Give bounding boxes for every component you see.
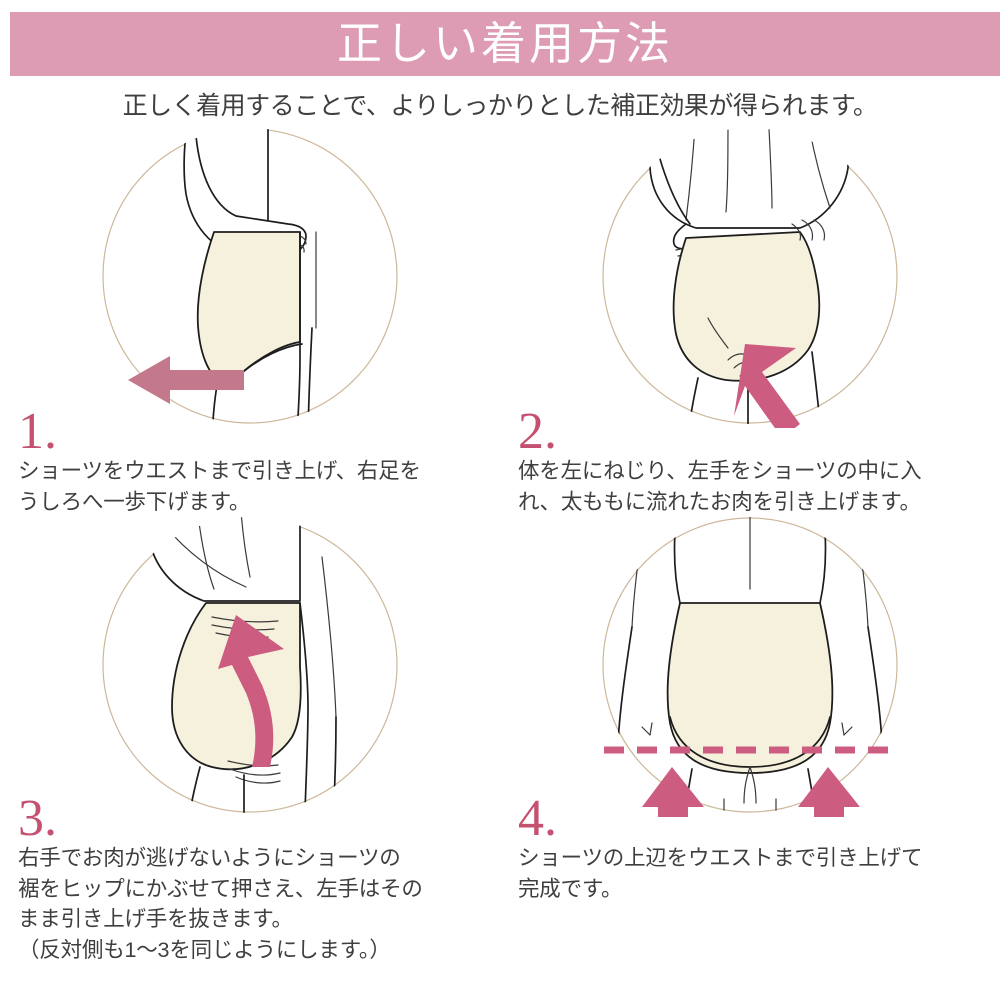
rear-view-finished-illustration xyxy=(602,517,898,818)
side-rear-view-illustration xyxy=(102,517,398,814)
step-3-number: 3. xyxy=(18,790,57,848)
side-view-illustration xyxy=(102,128,398,424)
page-title: 正しい着用方法 xyxy=(336,18,673,69)
step-row-1: 1. ショーツをウエストまで引き上げ、右足を うしろへ一歩下げます。 xyxy=(0,128,1000,517)
left-arrow-icon xyxy=(128,356,244,404)
step-1-number: 1. xyxy=(18,403,57,460)
step-2-illustration xyxy=(500,128,1000,428)
shorts-garment xyxy=(666,602,834,775)
step-2-caption: 2. 体を左にねじり、左手をショーツの中に入 れ、太ももに流れたお肉を引き上げま… xyxy=(500,403,1000,517)
right-up-arrow-icon xyxy=(798,767,860,818)
step-4-caption: 4. ショーツの上辺をウエストまで引き上げて 完成です。 xyxy=(500,790,1000,904)
curved-up-arrow-icon xyxy=(218,615,284,768)
step-1: 1. ショーツをウエストまで引き上げ、右足を うしろへ一歩下げます。 xyxy=(0,128,500,517)
step-4-text: ショーツの上辺をウエストまで引き上げて 完成です。 xyxy=(518,846,923,901)
step-4-number: 4. xyxy=(518,790,557,848)
step-1-caption: 1. ショーツをウエストまで引き上げ、右足を うしろへ一歩下げます。 xyxy=(0,403,500,517)
step-1-text: ショーツをウエストまで引き上げ、右足を うしろへ一歩下げます。 xyxy=(18,459,421,514)
upper-body-shape xyxy=(149,517,301,603)
step-2-text: 体を左にねじり、左手をショーツの中に入 れ、太ももに流れたお肉を引き上げます。 xyxy=(518,459,922,514)
step-3-illustration xyxy=(0,517,500,814)
diagonal-up-arrow-icon xyxy=(734,344,800,428)
step-3-caption: 3. 右手でお肉が逃げないようにショーツの 裾をヒップにかぶせて押さえ、左手はそ… xyxy=(0,790,500,965)
shorts-garment xyxy=(672,231,821,382)
step-4-illustration xyxy=(500,517,1000,818)
header-banner: 正しい着用方法 xyxy=(10,12,1000,76)
step-row-2: 3. 右手でお肉が逃げないようにショーツの 裾をヒップにかぶせて押さえ、左手はそ… xyxy=(0,517,1000,965)
subtitle-text: 正しく着用することで、よりしっかりとした補正効果が得られます。 xyxy=(122,92,878,120)
twisted-rear-view-illustration xyxy=(602,128,898,428)
step-1-illustration xyxy=(0,128,500,424)
step-2: 2. 体を左にねじり、左手をショーツの中に入 れ、太ももに流れたお肉を引き上げま… xyxy=(500,128,1000,517)
step-4: 4. ショーツの上辺をウエストまで引き上げて 完成です。 xyxy=(500,517,1000,965)
shorts-garment xyxy=(196,231,301,381)
upper-body-shape xyxy=(649,128,849,229)
steps-grid: 1. ショーツをウエストまで引き上げ、右足を うしろへ一歩下げます。 xyxy=(0,128,1000,965)
step-3: 3. 右手でお肉が逃げないようにショーツの 裾をヒップにかぶせて押さえ、左手はそ… xyxy=(0,517,500,965)
step-2-number: 2. xyxy=(518,403,557,460)
step-3-text: 右手でお肉が逃げないようにショーツの 裾をヒップにかぶせて押さえ、左手はその ま… xyxy=(18,846,423,932)
step-3-note: （反対側も1〜3を同じようにします。） xyxy=(18,937,391,962)
left-up-arrow-icon xyxy=(642,767,704,818)
